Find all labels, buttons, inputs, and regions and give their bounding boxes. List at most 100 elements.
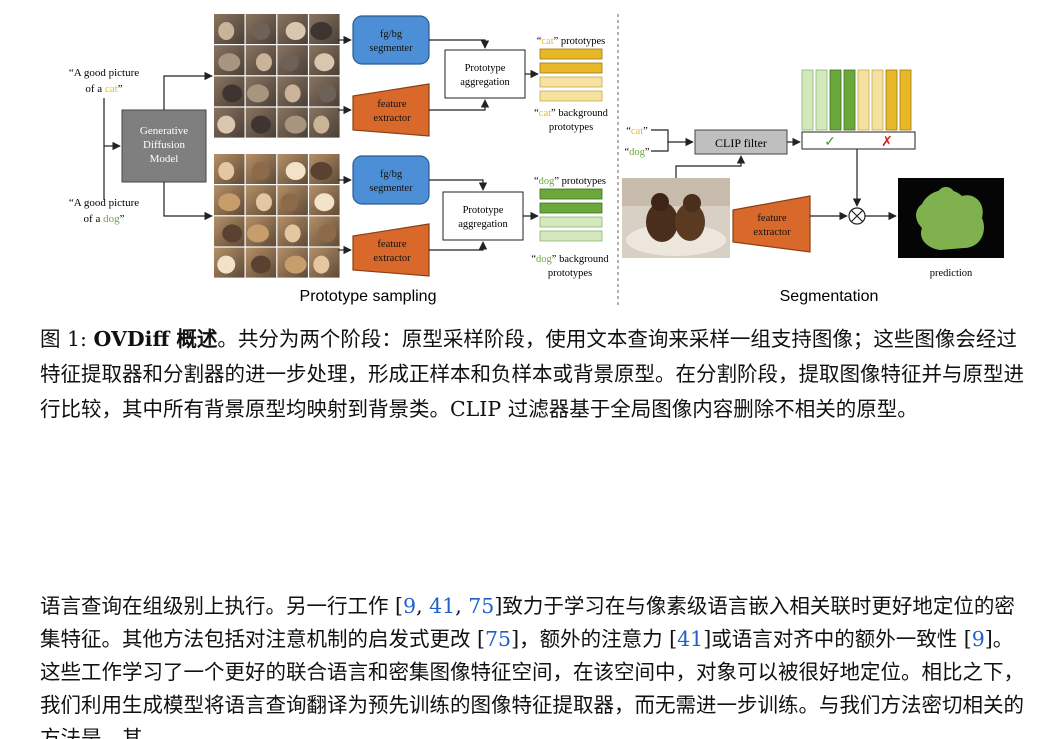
extractor-label: feature bbox=[757, 213, 786, 224]
thumbnail-subject bbox=[280, 193, 299, 212]
segmenter-label: fg/bg bbox=[380, 29, 403, 40]
seg-arrows bbox=[651, 129, 897, 221]
dog-background-label: “dog” background bbox=[531, 254, 609, 265]
segmenter-label: segmenter bbox=[369, 43, 413, 54]
extractor-label: extractor bbox=[373, 113, 411, 124]
thumbnail-subject bbox=[251, 162, 270, 180]
thumbnail-subject bbox=[218, 53, 241, 72]
thumbnail-subject bbox=[318, 224, 337, 243]
prompt-dog: “A good picture of a dog” bbox=[69, 197, 139, 225]
aggregation-label: Prototype bbox=[465, 63, 506, 74]
prompt-cat: “A good picture of a cat” bbox=[69, 67, 139, 95]
citation-link[interactable]: 41 bbox=[677, 627, 704, 651]
prototype-aggregation-cat bbox=[444, 49, 526, 99]
prediction-mask bbox=[898, 178, 1004, 258]
cat-prototypes-label: “cat” prototypes bbox=[537, 36, 606, 47]
thumbnail-subject bbox=[314, 193, 335, 212]
input-photo-two-dogs bbox=[622, 178, 730, 258]
segmenter-label: fg/bg bbox=[380, 169, 403, 180]
feature-extractor-seg bbox=[732, 195, 811, 253]
aggregation-label: aggregation bbox=[458, 219, 508, 230]
body-text-span: ]，额外的注意力 [ bbox=[511, 627, 678, 651]
extractor-label: extractor bbox=[753, 227, 791, 238]
thumbnail-subject bbox=[314, 53, 335, 72]
dog-prototypes-label: “dog” prototypes bbox=[534, 176, 606, 187]
prompt-dog-line1: “A good picture bbox=[69, 197, 139, 209]
body-text-span: 语言查询在组级别上执行。另一行工作 [ bbox=[40, 594, 404, 618]
thumbnail-subject bbox=[255, 53, 272, 72]
cat-image-grid bbox=[214, 14, 340, 138]
prompt-cat-line2: of a cat” bbox=[85, 83, 122, 95]
section-title-prototype-sampling: Prototype sampling bbox=[300, 288, 437, 305]
citation-link[interactable]: 9 bbox=[971, 627, 985, 651]
dog-image-grid bbox=[214, 154, 340, 278]
thumbnail-subject bbox=[310, 162, 333, 180]
prediction-label: prediction bbox=[930, 268, 973, 279]
thumbnail-subject bbox=[284, 115, 307, 134]
flow-arrows bbox=[103, 35, 539, 255]
body-text-span: ，其 bbox=[101, 726, 143, 739]
clip-input-dog: “dog” bbox=[624, 147, 649, 158]
thumbnail-subject bbox=[313, 255, 330, 274]
clip-filter-label: CLIP filter bbox=[715, 136, 767, 150]
thumbnail-subject bbox=[250, 115, 271, 134]
citation-link[interactable]: 75 bbox=[468, 594, 495, 618]
citation-link[interactable]: 75 bbox=[485, 627, 512, 651]
thumbnail-subject bbox=[310, 22, 333, 40]
body-text-span: ]。这些工作学习了一个更好的联合语言和密集图像特征空间，在该空间中，对象可以被很… bbox=[40, 627, 1024, 739]
thumbnail-subject bbox=[285, 22, 306, 40]
diffusion-label: Model bbox=[150, 153, 179, 165]
thumbnail-subject bbox=[284, 224, 301, 243]
aggregation-label: Prototype bbox=[463, 205, 504, 216]
body-text-span: , bbox=[455, 594, 469, 618]
thumbnail-subject bbox=[285, 162, 306, 180]
thumbnail-subject bbox=[284, 255, 307, 274]
fg-bg-segmenter-dog bbox=[352, 155, 430, 205]
extractor-label: feature bbox=[377, 239, 406, 250]
cat-background-label: “cat” background bbox=[534, 108, 609, 119]
ovdiff-overview-figure: “A good picture of a cat” fg/bg segmente… bbox=[69, 14, 1004, 306]
thumbnail-subject bbox=[217, 255, 236, 274]
otimes-icon bbox=[851, 210, 863, 222]
fg-bg-segmenter-cat bbox=[352, 15, 430, 65]
thumbnail-subject bbox=[250, 255, 271, 274]
diffusion-label: Generative bbox=[140, 125, 188, 137]
body-paragraph: 语言查询在组级别上执行。另一行工作 [9, 41, 75]致力于学习在与像素级语… bbox=[40, 590, 1030, 739]
caption-title: OVDiff 概述 bbox=[93, 327, 218, 351]
check-icon: ✓ bbox=[824, 133, 836, 149]
citation-link[interactable]: 41 bbox=[429, 594, 456, 618]
thumbnail-subject bbox=[222, 224, 243, 243]
caption-text: 。共分为两个阶段：原型采样阶段，使用文本查询来采样一组支持图像；这些图像会经过特… bbox=[40, 327, 1024, 421]
thumbnail-subject bbox=[222, 84, 243, 103]
extractor-label: feature bbox=[377, 99, 406, 110]
prompt-dog-line2: of a dog” bbox=[84, 213, 125, 225]
thumbnail-subject bbox=[280, 53, 299, 72]
cat-background-label-2: prototypes bbox=[549, 122, 593, 133]
prototype-aggregation-dog bbox=[442, 191, 524, 241]
citation-link[interactable]: 9 bbox=[403, 594, 417, 618]
thumbnail-subject bbox=[255, 193, 272, 212]
diffusion-label: Diffusion bbox=[143, 139, 185, 151]
thumbnail-subject bbox=[284, 84, 301, 103]
dog-prototype-bars bbox=[539, 188, 603, 242]
thumbnail-subject bbox=[217, 115, 236, 134]
segmenter-label: segmenter bbox=[369, 183, 413, 194]
cross-icon: ✗ bbox=[881, 133, 893, 149]
filtered-prototype-bars bbox=[801, 69, 912, 131]
caption-prefix: 图 1: bbox=[40, 327, 94, 351]
clip-filter bbox=[694, 129, 788, 155]
thumbnail-subject bbox=[246, 224, 269, 243]
thumbnail-subject bbox=[218, 22, 235, 40]
extractor-label: extractor bbox=[373, 253, 411, 264]
filter-result-box bbox=[801, 131, 916, 150]
thumbnail-subject bbox=[218, 193, 241, 212]
section-title-segmentation: Segmentation bbox=[780, 288, 879, 305]
feature-extractor-cat bbox=[352, 83, 430, 137]
figure-caption: 图 1: OVDiff 概述。共分为两个阶段：原型采样阶段，使用文本查询来采样一… bbox=[40, 322, 1030, 427]
prompt-cat-line1: “A good picture bbox=[69, 67, 139, 79]
cat-prototype-bars bbox=[539, 48, 603, 102]
thumbnail-subject bbox=[251, 22, 270, 40]
thumbnail-subject bbox=[318, 84, 337, 103]
thumbnail-subject bbox=[313, 115, 330, 134]
body-text-span: ]或语言对齐中的额外一致性 [ bbox=[703, 627, 972, 651]
